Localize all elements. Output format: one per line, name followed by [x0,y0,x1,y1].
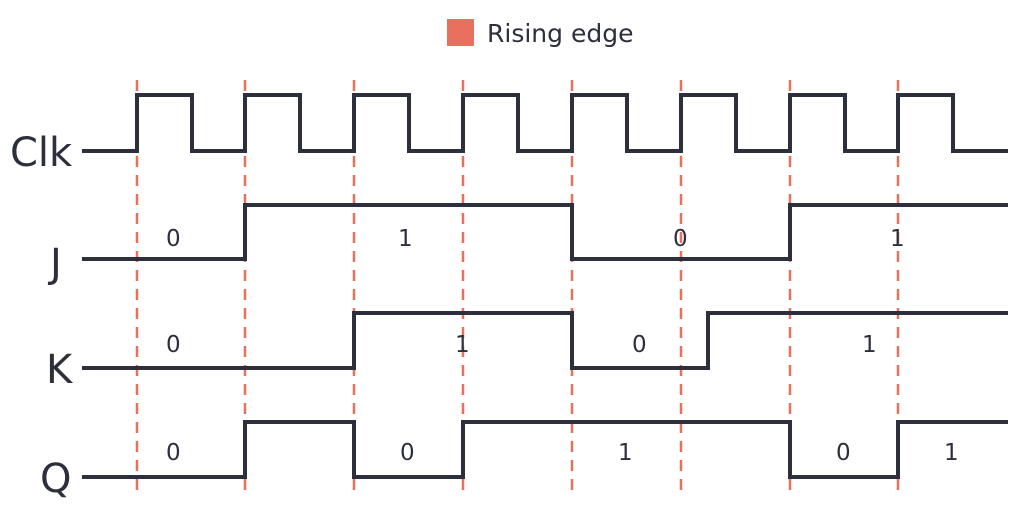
j-value-label: 1 [398,226,413,252]
q-waveform [82,420,1008,479]
q-value-label: 0 [836,440,851,466]
k-value-label: 1 [862,332,877,358]
j-signal: J 0 1 0 1 [47,203,1008,287]
clk-signal: Clk [10,93,1008,176]
j-label: J [47,241,62,287]
clk-label: Clk [10,130,73,176]
q-value-label: 1 [944,440,959,466]
j-value-label: 0 [166,226,181,252]
k-value-label: 0 [166,332,181,358]
clk-waveform [82,93,1008,153]
legend-label: Rising edge [487,19,633,48]
legend-swatch [447,19,474,46]
legend: Rising edge [447,19,633,48]
q-value-label: 0 [166,440,181,466]
q-signal: Q 0 0 1 0 1 [40,420,1008,502]
j-value-label: 0 [673,226,688,252]
k-value-label: 1 [455,332,470,358]
k-waveform [82,311,1008,370]
j-value-label: 1 [890,226,905,252]
q-value-label: 1 [618,440,633,466]
k-value-label: 0 [632,332,647,358]
q-label: Q [40,456,71,502]
k-signal: K 0 1 0 1 [46,311,1008,393]
j-waveform [82,203,1008,261]
k-label: K [46,347,74,393]
q-value-label: 0 [400,440,415,466]
